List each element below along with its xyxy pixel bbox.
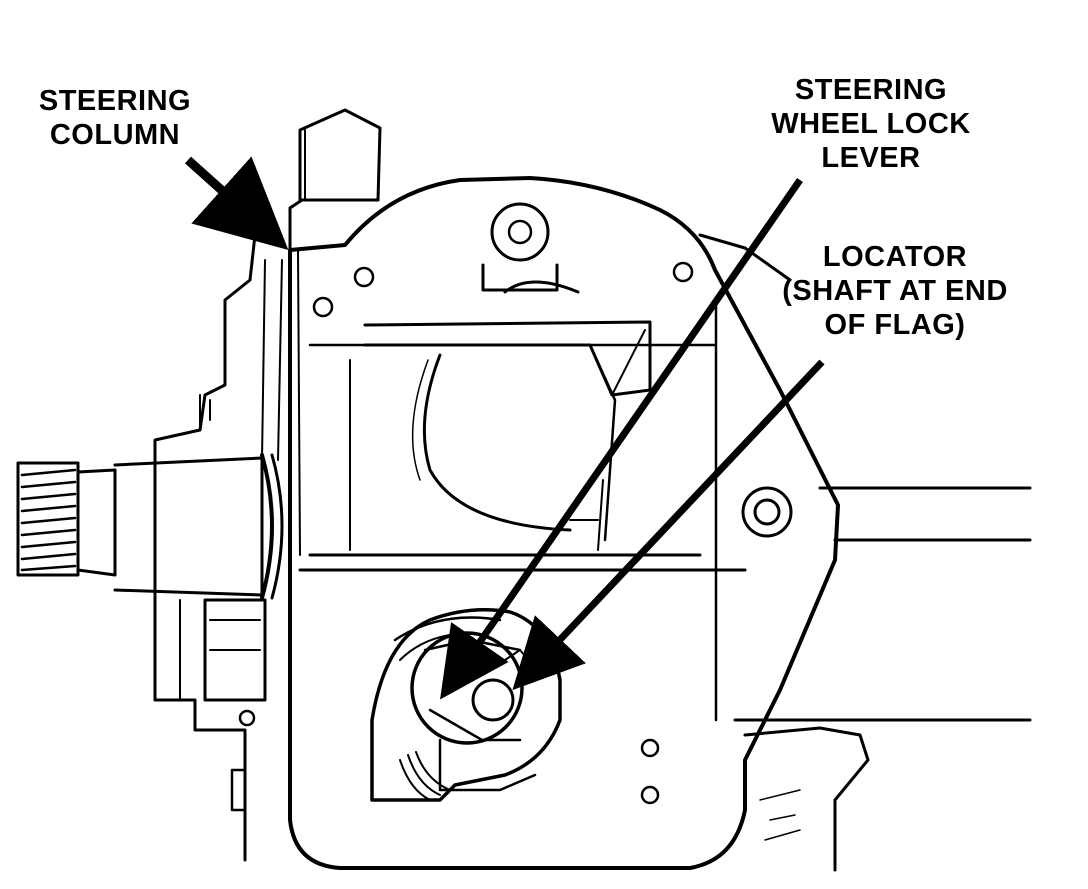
housing-window <box>349 320 652 551</box>
label-steering-column: STEERING COLUMN <box>38 85 192 151</box>
column-rear-body <box>153 108 382 862</box>
label-locator: LOCATOR (SHAFT AT END OF FLAG) <box>782 241 1008 341</box>
column-tube-right <box>698 233 1032 722</box>
arrow-steering-column <box>184 156 289 251</box>
splined-shaft <box>16 453 284 600</box>
lock-cylinder <box>370 608 562 802</box>
lower-bracket <box>743 726 870 872</box>
arrow-lock-lever <box>440 178 803 700</box>
lock-housing <box>288 176 840 870</box>
label-steering-wheel-lock-lever: STEERING WHEEL LOCK LEVER <box>771 74 971 174</box>
arrow-locator <box>512 359 825 691</box>
